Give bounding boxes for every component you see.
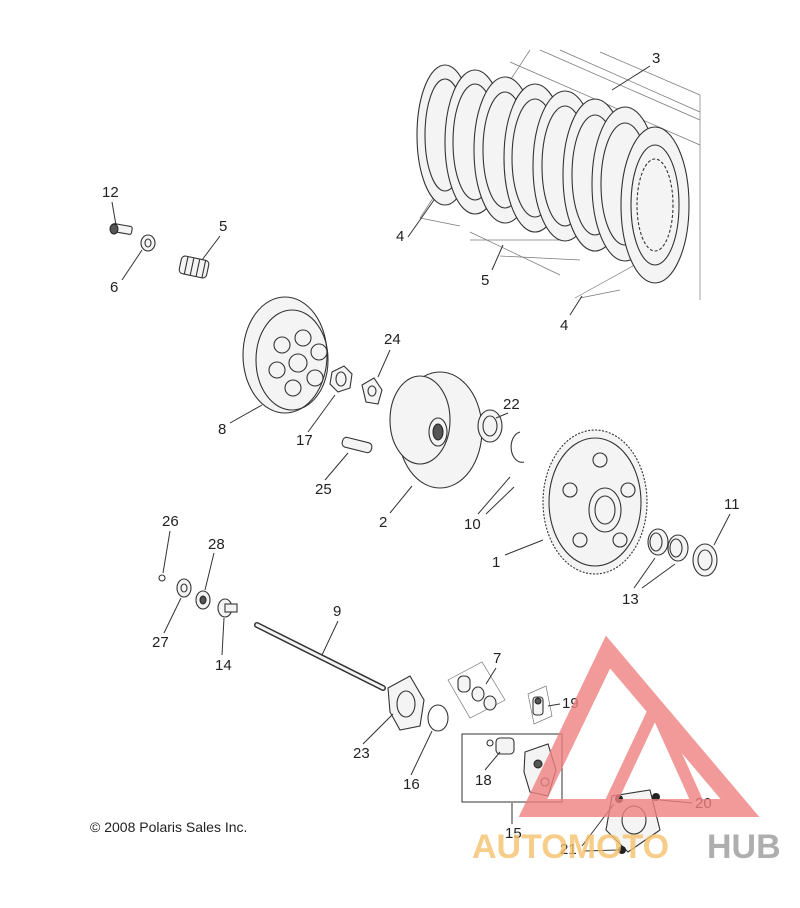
callout-6: 5	[219, 218, 227, 235]
watermark-logo: AUTOMOTO HUB	[472, 635, 781, 866]
clutch-basket-gear: 1	[492, 429, 648, 575]
callout-5: 5	[481, 272, 489, 289]
gasket-oring: 23 16	[353, 675, 449, 793]
callout-25: 24	[384, 331, 401, 348]
callout-17: 16	[403, 776, 420, 793]
callout-3: 3	[652, 50, 660, 67]
callout-26: 25	[315, 481, 332, 498]
clutch-hub: 2	[379, 371, 483, 531]
callout-22: 21	[560, 841, 577, 858]
bolt-washer-spring: 12 6 5	[102, 184, 227, 296]
watermark-text-automoto: AUTOMOTO	[472, 828, 669, 866]
pressure-plate: 8	[218, 296, 329, 438]
callout-18: 17	[296, 432, 313, 449]
callout-15: 14	[215, 657, 232, 674]
callout-19: 18	[475, 772, 492, 789]
callout-9: 7	[493, 650, 501, 667]
callout-16: 15	[505, 825, 522, 842]
push-rod: 9	[254, 603, 386, 691]
callout-24: 23	[353, 745, 370, 762]
callout-10: 9	[333, 603, 341, 620]
callout-7: 6	[110, 279, 118, 296]
small-parts-left: 26 28 27 14	[152, 513, 238, 674]
copyright-text: © 2008 Polaris Sales Inc.	[90, 819, 247, 835]
callout-13: 12	[102, 184, 119, 201]
callout-2: 2	[379, 514, 387, 531]
callout-11: 10	[464, 516, 481, 533]
callout-28: 27	[152, 634, 169, 651]
clutch-plate-stack: 3 4 5 4	[396, 49, 701, 334]
thrust-washer-snap-ring: 22 10	[464, 396, 525, 533]
callout-29: 28	[208, 536, 225, 553]
callout-4-lower: 4	[560, 317, 568, 334]
callout-8: 8	[218, 421, 226, 438]
nut-lockwasher-pin: 17 24 25	[296, 331, 401, 498]
bushings-washer: 13 11	[622, 496, 740, 608]
callout-4-upper: 4	[396, 228, 404, 245]
kit-9: 7	[447, 650, 506, 719]
callout-1: 1	[492, 554, 500, 571]
watermark-text-hub: HUB	[707, 828, 781, 866]
callout-27: 26	[162, 513, 179, 530]
callout-14: 13	[622, 591, 639, 608]
callout-23: 22	[503, 396, 520, 413]
callout-12: 11	[724, 496, 740, 513]
